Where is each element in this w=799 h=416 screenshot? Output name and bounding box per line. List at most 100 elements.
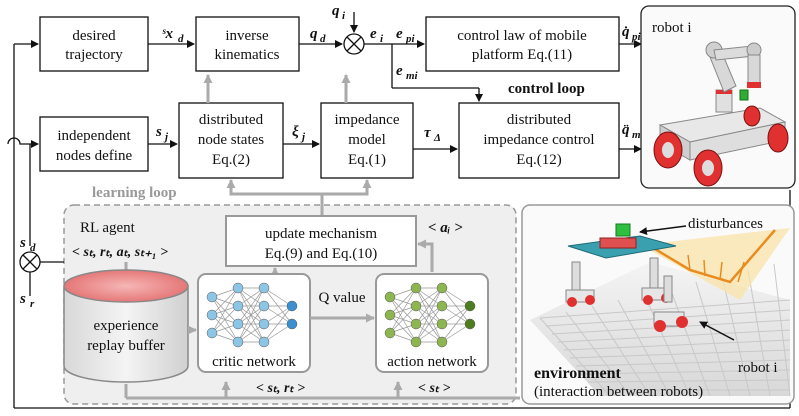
impedance-model-line3: Eq.(1) (348, 152, 386, 168)
network-node (206, 309, 218, 321)
network-node (384, 327, 396, 339)
state-tuple: < sₜ > (418, 381, 451, 396)
action-network-box (375, 273, 489, 373)
update-mechanism-line2: Eq.(9) and Eq.(10) (265, 246, 377, 262)
signal-sr: s (19, 291, 26, 307)
network-node (258, 300, 270, 312)
robot-label-top: robot i (652, 20, 692, 36)
inverse-kinematics-block (195, 16, 300, 72)
inverse-kinematics-line1: inverse (225, 28, 269, 44)
svg-text:d: d (30, 242, 36, 254)
network-node (232, 336, 244, 348)
critic-network-box (197, 273, 311, 373)
signal-qd: q (310, 26, 318, 42)
desired-trajectory-block (39, 16, 149, 72)
environment-illustration (530, 223, 791, 397)
mobile-manipulator-illustration (653, 41, 789, 187)
svg-text:i: i (342, 10, 346, 22)
network-node (464, 300, 476, 312)
network-node (464, 318, 476, 330)
svg-text:mi: mi (406, 70, 419, 82)
network-node (384, 309, 396, 321)
node-states-line3: Eq.(2) (212, 152, 250, 168)
learning-loop-label: learning loop (92, 185, 177, 201)
replay-buffer-line2: replay buffer (87, 338, 165, 354)
network-node (410, 282, 422, 294)
replay-buffer-line1: experience (94, 318, 159, 334)
signal-epi: e (396, 26, 403, 42)
signal-ai: < aᵢ > (428, 220, 463, 236)
desired-trajectory-line1: desired (72, 28, 116, 44)
rl-agent-label: RL agent (80, 220, 136, 236)
update-mechanism-block (225, 215, 417, 267)
desired-trajectory-line2: trajectory (65, 47, 123, 63)
environment-label: environment (534, 365, 621, 382)
node-states-line2: node states (198, 132, 264, 148)
state-reward-tuple: < sₜ, rₜ > (256, 381, 305, 396)
network-node (258, 336, 270, 348)
network-node (258, 318, 270, 330)
network-node (436, 336, 448, 348)
network-node (410, 300, 422, 312)
transition-tuple: < sₜ, rₜ, aₜ, sₜ₊₁ > (72, 245, 168, 260)
network-node (232, 300, 244, 312)
svg-text:r: r (30, 298, 35, 310)
node-states-line1: distributed (199, 112, 264, 128)
signal-sj: s (155, 124, 162, 140)
disturbances-label: disturbances (688, 216, 763, 232)
svg-text:pi: pi (405, 33, 416, 45)
network-node (286, 318, 298, 330)
distributed-impedance-control-block (458, 102, 620, 179)
signal-qddot-mi: q̈ (622, 122, 630, 138)
signal-emi: e (396, 63, 403, 79)
svg-text:j: j (300, 131, 306, 143)
svg-text:pi: pi (631, 31, 642, 43)
signal-tau: τ (424, 125, 432, 141)
impedance-model-line1: impedance (335, 112, 400, 128)
signal-xd: ˢx (162, 26, 174, 42)
control-loop-label: control loop (508, 81, 585, 97)
impedance-model-line2: model (348, 132, 386, 148)
signal-qdot-pi: q̇ (622, 24, 630, 40)
action-network-label: action network (387, 354, 477, 370)
signal-sd: s (19, 235, 26, 251)
control-law-block (425, 16, 620, 72)
independent-nodes-line1: independent (57, 128, 131, 144)
network-node (232, 282, 244, 294)
impedance-model-block (320, 102, 414, 179)
network-node (436, 318, 448, 330)
svg-text:i: i (380, 33, 384, 45)
network-node (286, 300, 298, 312)
q-value-label: Q value (318, 290, 365, 306)
action-network-graph (384, 282, 476, 348)
svg-text:d: d (178, 33, 184, 45)
control-law-line1: control law of mobile (457, 28, 587, 44)
critic-network-graph (206, 282, 298, 348)
svg-text:d: d (320, 33, 326, 45)
impedance-control-line3: Eq.(12) (516, 152, 561, 168)
network-node (232, 318, 244, 330)
network-node (436, 300, 448, 312)
network-node (410, 336, 422, 348)
network-node (206, 327, 218, 339)
independent-nodes-line2: nodes define (56, 148, 133, 164)
signal-qi: q (332, 3, 340, 19)
distributed-node-states-block (178, 102, 284, 179)
update-mechanism-line1: update mechanism (265, 226, 377, 242)
network-node (436, 282, 448, 294)
environment-subtitle: (interaction between robots) (534, 384, 703, 400)
network-node (384, 291, 396, 303)
network-node (410, 318, 422, 330)
signal-ei: e (370, 26, 377, 42)
svg-text:j: j (163, 131, 169, 143)
critic-network-label: critic network (212, 354, 296, 370)
inverse-kinematics-line2: kinematics (215, 47, 280, 63)
impedance-control-line1: distributed (507, 112, 572, 128)
network-node (206, 291, 218, 303)
control-law-line2: platform Eq.(11) (472, 47, 572, 63)
network-node (258, 282, 270, 294)
impedance-control-line2: impedance control (483, 132, 594, 148)
robot-label-env: robot i (738, 360, 778, 376)
